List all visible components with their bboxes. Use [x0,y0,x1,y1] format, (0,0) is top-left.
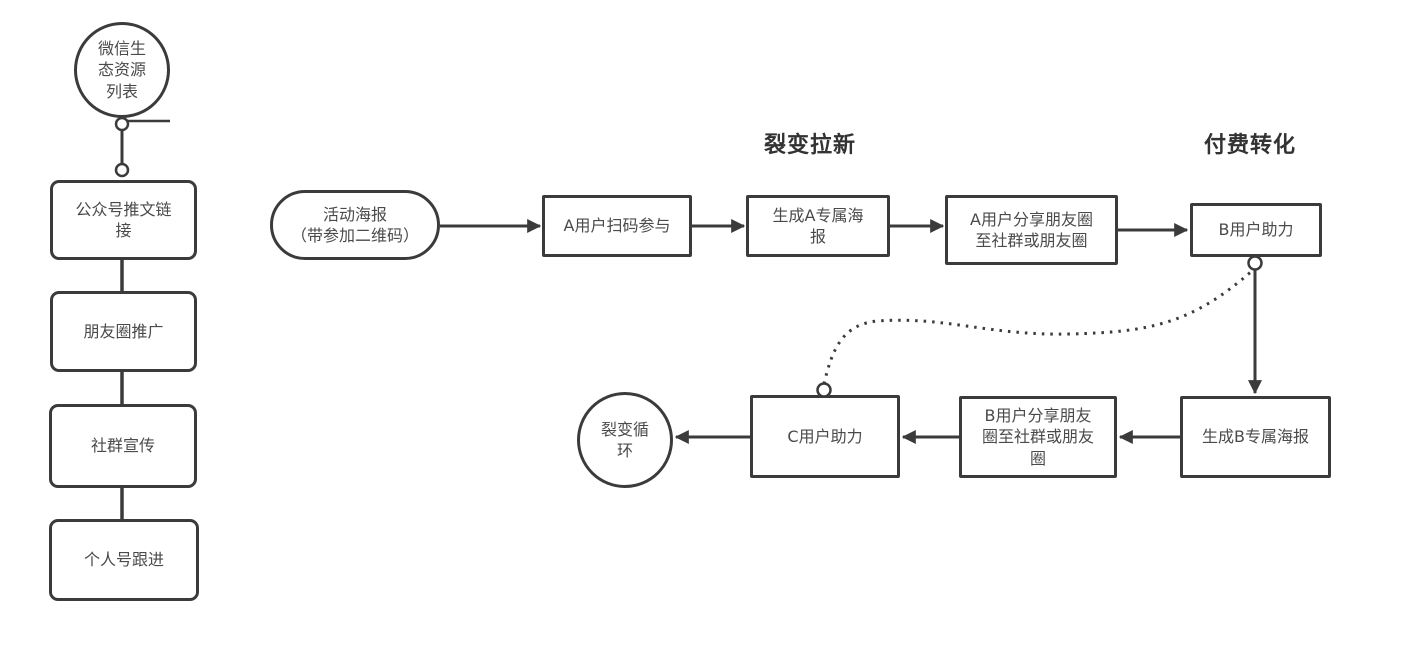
user-a-share-node[interactable]: A用户分享朋友圈至社群或朋友圈 [945,195,1118,265]
anchor-dot-root-top [114,116,130,132]
wechat-ecosystem-resource-list-node[interactable]: 微信生态资源列表 [74,22,170,118]
dotted-loop-curve [822,268,1254,385]
activity-poster-start-node[interactable]: 活动海报 （带参加二维码） [270,190,440,260]
fission-acquisition-header[interactable]: 裂变拉新 [764,133,857,158]
community-promotion-node[interactable]: 社群宣传 [49,404,197,488]
generate-b-poster-node[interactable]: 生成B专属海报 [1180,396,1331,478]
anchor-dot-root-bottom [114,162,130,178]
user-c-assist-node[interactable]: C用户助力 [750,395,900,478]
moments-promotion-node[interactable]: 朋友圈推广 [50,291,197,372]
user-a-scan-join-node[interactable]: A用户扫码参与 [542,195,692,257]
official-account-article-link-node[interactable]: 公众号推文链接 [50,180,197,260]
fission-loop-node[interactable]: 裂变循环 [577,392,673,488]
user-b-assist-node[interactable]: B用户助力 [1190,203,1322,257]
personal-account-follow-up-node[interactable]: 个人号跟进 [49,519,199,601]
paid-conversion-header[interactable]: 付费转化 [1204,133,1297,158]
anchor-dot-assist-b [1247,255,1263,271]
user-b-share-node[interactable]: B用户分享朋友圈至社群或朋友圈 [959,396,1117,478]
generate-a-poster-node[interactable]: 生成A专属海报 [746,195,890,257]
